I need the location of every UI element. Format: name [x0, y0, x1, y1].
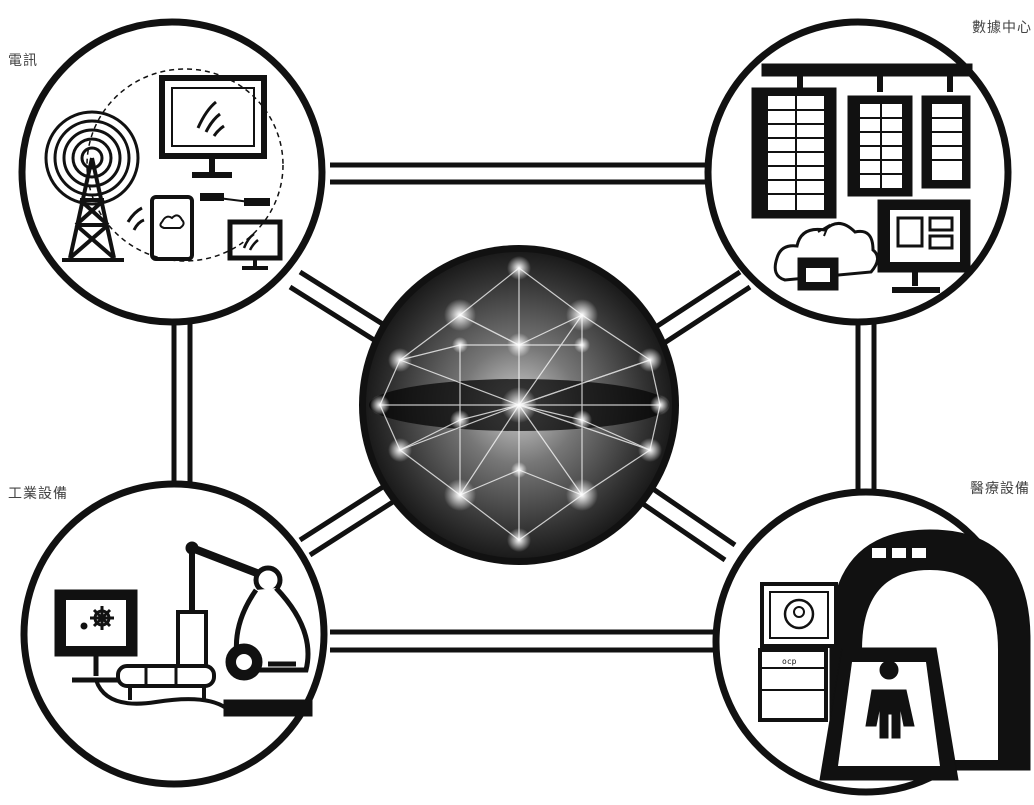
label-telecom: 電訊 [8, 53, 38, 69]
connector-left [171, 320, 193, 490]
node-datacenter [704, 18, 1012, 326]
connector-hub-datacenter [640, 269, 752, 354]
label-industrial: 工業設備 [8, 486, 68, 502]
connector-hub-medical [628, 477, 737, 563]
mri-scanner-patient-icon: ocp [758, 529, 1031, 781]
node-medical: ocp [712, 488, 1031, 796]
label-medical: 醫療設備 [970, 481, 1030, 497]
connector-right [855, 320, 877, 490]
console-readout: ocp [782, 657, 797, 666]
telecom-tower-devices-icon [44, 68, 284, 270]
connector-bottom [330, 629, 720, 653]
server-racks-cloud-icon [751, 63, 973, 293]
node-industrial [20, 480, 328, 788]
network-sphere-icon [359, 245, 679, 565]
connector-top [330, 162, 710, 185]
label-datacenter: 數據中心 [972, 20, 1032, 36]
node-telecom [18, 18, 326, 326]
robot-arm-conveyor-icon [54, 541, 313, 717]
